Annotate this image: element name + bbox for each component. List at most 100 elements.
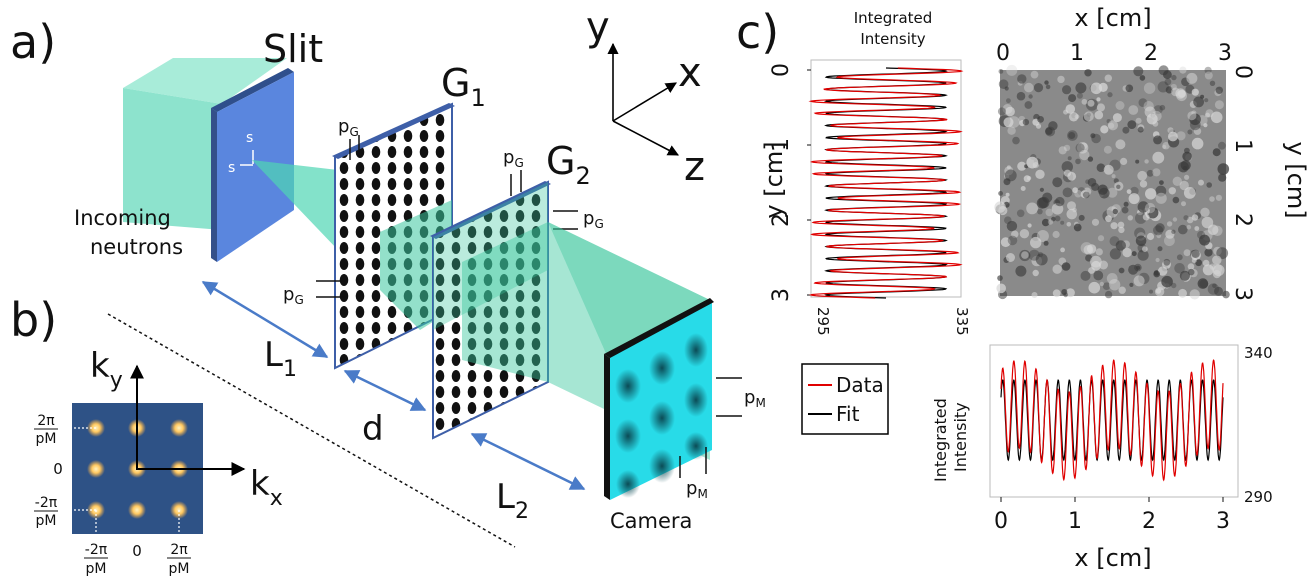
kspace-row-den: pM <box>36 431 57 447</box>
speckle-grain <box>1026 202 1038 215</box>
speckle-grain <box>1174 263 1185 274</box>
speckle-grain <box>1006 220 1018 232</box>
left-title-2: Intensity <box>860 30 925 48</box>
kspace-col-num: 0 <box>132 542 142 560</box>
speckle-grain <box>1133 275 1145 287</box>
g1-label: G1 <box>441 61 486 112</box>
speckle-grain <box>1164 78 1172 86</box>
kspace-row-num: 2π <box>37 413 55 429</box>
speckle-grain <box>1137 201 1150 213</box>
slit-plate <box>217 72 294 262</box>
speckle-grain <box>1107 187 1118 198</box>
speckle-grain <box>1052 264 1062 274</box>
legend-fit-label: Fit <box>836 402 860 426</box>
speckle-grain <box>1191 249 1200 258</box>
speckle-grain <box>1152 151 1165 164</box>
speckle-grain <box>997 275 1003 281</box>
kspace-col-den: pM <box>86 561 107 577</box>
left-xtick-335: 335 <box>953 307 971 336</box>
pg-label-g2-right: pG <box>583 208 604 231</box>
speckle-grain <box>1028 249 1040 261</box>
speckle-grain <box>1149 289 1153 294</box>
left-xtick-295: 295 <box>814 307 832 336</box>
speckle-grain <box>1004 169 1017 182</box>
kspace-col-den: pM <box>169 561 190 577</box>
speckle-grain <box>1024 82 1034 93</box>
speckle-grain <box>1103 145 1112 154</box>
d-label: d <box>362 409 384 449</box>
speckle-grain <box>1198 179 1204 186</box>
speckle-grain <box>1021 251 1029 259</box>
speckle-grain <box>1106 119 1111 124</box>
speckle-grain <box>1207 224 1219 236</box>
d-arrow <box>343 369 427 412</box>
speckle-grain <box>1191 214 1199 221</box>
speckle-grain <box>1097 235 1105 242</box>
speckle-grain <box>1075 82 1087 94</box>
speckle-grain <box>1171 87 1180 97</box>
speckle-grain <box>1137 126 1144 133</box>
speckle-grain <box>1177 89 1186 98</box>
speckle-grain <box>1128 264 1139 275</box>
speckle-grain <box>1016 91 1026 101</box>
speckle-grain <box>1027 223 1032 228</box>
g2-label: G2 <box>546 139 591 190</box>
speckle-grain <box>1016 209 1025 218</box>
speckle-grain <box>1134 227 1146 239</box>
speckle-grain <box>1006 64 1018 76</box>
left-ylabel: y [cm] <box>760 141 788 218</box>
speckle-grain <box>1037 116 1044 123</box>
speckle-grain <box>1047 219 1054 225</box>
pg-label-top: pG <box>338 116 359 139</box>
speckle-grain <box>1007 126 1016 135</box>
left-ytick: 0 <box>769 63 794 77</box>
speckle-grain <box>1105 215 1112 223</box>
speckle-grain <box>1019 229 1030 239</box>
speckle-grain <box>1146 169 1154 177</box>
speckle-grain <box>1145 188 1157 200</box>
speckle-grain <box>1158 266 1168 276</box>
speckle-grain <box>1146 113 1158 125</box>
speckle-grain <box>1172 176 1183 186</box>
speckle-grain <box>1066 222 1072 227</box>
speckle-grain <box>1143 101 1154 112</box>
kspace-row-den: pM <box>36 513 57 529</box>
panel-label-b: b) <box>10 293 57 347</box>
camera-top-edge <box>604 298 714 358</box>
speckle-grain <box>1045 84 1051 90</box>
speckle-grain <box>1125 84 1134 93</box>
speckle-grain <box>1054 215 1061 222</box>
speckle-grain <box>1161 275 1173 288</box>
speckle-grain <box>1103 164 1114 175</box>
speckle-grain <box>998 191 1003 196</box>
speckle-grain <box>1136 265 1141 270</box>
speckle-grain <box>1159 180 1164 186</box>
speckle-grain <box>1028 94 1033 99</box>
speckle-grain <box>1035 253 1048 266</box>
speckle-grain <box>1118 286 1126 294</box>
speckle-grain <box>1212 255 1222 265</box>
speckle-grain <box>1166 221 1173 227</box>
speckle-grain <box>1199 234 1210 246</box>
speckle-grain <box>998 69 1004 74</box>
speckle-grain <box>1037 208 1043 215</box>
l1-arrow <box>201 280 329 359</box>
speckle-grain <box>1108 279 1121 291</box>
speckle-grain <box>1007 235 1018 246</box>
speckle-grain <box>1171 229 1176 234</box>
speckle-grain <box>1019 249 1031 262</box>
speckle-grain <box>1093 270 1104 281</box>
speckle-grain <box>1052 289 1061 298</box>
speckle-grain <box>1218 141 1226 150</box>
speckle-grain <box>1212 148 1221 157</box>
speckle-grain <box>1202 264 1214 276</box>
speckle-grain <box>1206 182 1212 188</box>
left-ytick: 2 <box>769 213 794 227</box>
speckle-grain <box>1096 103 1105 112</box>
axis-z-label: z <box>684 144 705 190</box>
speckle-grain <box>1085 179 1090 184</box>
kspace-row-num: 0 <box>53 460 63 478</box>
speckle-grain <box>1212 270 1221 279</box>
speckle-grain <box>1181 201 1186 207</box>
